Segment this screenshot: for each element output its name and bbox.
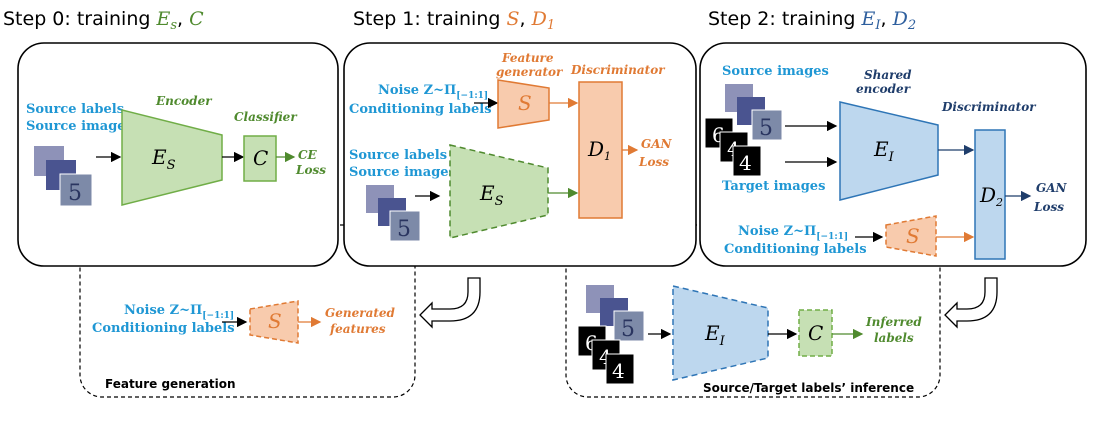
p1-conditioning-label: Conditioning labels: [349, 102, 492, 117]
p1-encoder-symbol: ES: [479, 181, 504, 209]
p2-gan-label: GAN: [1036, 181, 1068, 195]
p2-target-digit-images: 6 4 4: [704, 117, 762, 177]
fg-conditioning-label: Conditioning labels: [92, 321, 235, 336]
svg-text:5: 5: [397, 217, 411, 242]
inf-encoder-symbol: EI: [704, 321, 726, 349]
p0-loss-label: Loss: [295, 163, 326, 177]
p2-target-images: Target images: [722, 179, 825, 194]
fg-noise-label: Noise Z~Π[−1:1]: [124, 303, 234, 321]
fg-generator-symbol: S: [268, 309, 282, 333]
p1-noise-label: Noise Z~Π[−1:1]: [378, 83, 488, 101]
p2-discriminator-title: Discriminator: [941, 100, 1037, 114]
p2-encoder-trapezoid: [839, 101, 939, 201]
inf-labels-label: labels: [874, 331, 914, 345]
p1-source-digit-images: 5: [366, 185, 421, 242]
p0-encoder-title: Encoder: [155, 94, 213, 108]
p1-generator-title-2: generator: [496, 65, 564, 79]
p1-discriminator-box: [578, 81, 623, 219]
svg-text:4: 4: [739, 151, 752, 175]
p2-generator-symbol: S: [906, 224, 920, 248]
p1-loss-label: Loss: [638, 155, 669, 169]
p0-classifier-symbol: C: [253, 146, 268, 170]
fg-generated-label: Generated: [325, 306, 396, 320]
p0-classifier-title: Classifier: [234, 110, 298, 124]
step1-title: Step 1: training S, D1: [353, 8, 555, 33]
fg-caption: Feature generation: [105, 377, 236, 391]
inf-caption: Source/Target labels’ inference: [703, 381, 914, 395]
feature-generation-panel: [79, 224, 416, 398]
p1-encoder-trapezoid: [449, 144, 549, 239]
inf-inferred-label: Inferred: [865, 315, 922, 329]
inf-target-digit-images: 6 4 4: [577, 325, 635, 385]
p2-source-images: Source images: [722, 64, 829, 79]
p2-discriminator-symbol: D2: [979, 183, 1003, 209]
p1-discriminator-symbol: D1: [587, 137, 611, 163]
svg-text:5: 5: [68, 181, 82, 206]
p2-encoder-symbol: EI: [873, 137, 895, 165]
p2-discriminator-box: [974, 129, 1006, 260]
p1-generator-symbol: S: [518, 91, 532, 115]
p2-noise-label: Noise Z~Π[−1:1]: [738, 224, 848, 242]
return-arrow-step2-icon: [944, 277, 998, 329]
inf-encoder-trapezoid: [672, 285, 769, 381]
fg-features-label: features: [329, 322, 386, 336]
p0-source-images: Source images: [26, 119, 133, 134]
p1-source-images: Source images: [349, 165, 456, 180]
p1-discriminator-title: Discriminator: [570, 63, 666, 77]
p0-source-labels: Source labels: [26, 102, 124, 117]
p2-loss-label: Loss: [1033, 200, 1064, 214]
p0-ce-label: CE: [298, 148, 318, 162]
p2-source-digit-images: 5: [725, 84, 783, 141]
return-arrow-step1-icon: [419, 277, 481, 329]
svg-text:5: 5: [759, 116, 773, 141]
svg-text:5: 5: [621, 317, 635, 342]
p2-shared-title-1: Shared: [864, 68, 912, 82]
p2-shared-title-2: encoder: [856, 82, 912, 96]
p1-generator-trapezoid: [497, 79, 550, 129]
p1-gan-label: GAN: [641, 137, 673, 151]
step2-title: Step 2: training EI, D2: [708, 8, 916, 33]
p2-conditioning-label: Conditioning labels: [724, 242, 867, 257]
p0-encoder-symbol: ES: [151, 145, 176, 173]
p0-source-digit-images: 5: [34, 146, 93, 207]
svg-text:4: 4: [612, 359, 625, 383]
p1-source-labels: Source labels: [349, 148, 447, 163]
p2-generator-trapezoid: [885, 215, 937, 257]
step0-title: Step 0: training Es, C: [3, 8, 204, 33]
inf-classifier-box: [798, 309, 833, 357]
inf-source-digit-images: 5: [586, 285, 645, 342]
fg-generator-trapezoid: [249, 300, 299, 344]
inf-classifier-symbol: C: [808, 321, 823, 345]
p1-generator-title-1: Feature: [501, 51, 554, 65]
p0-classifier-box: [243, 135, 277, 182]
p0-encoder-trapezoid: [121, 109, 223, 206]
